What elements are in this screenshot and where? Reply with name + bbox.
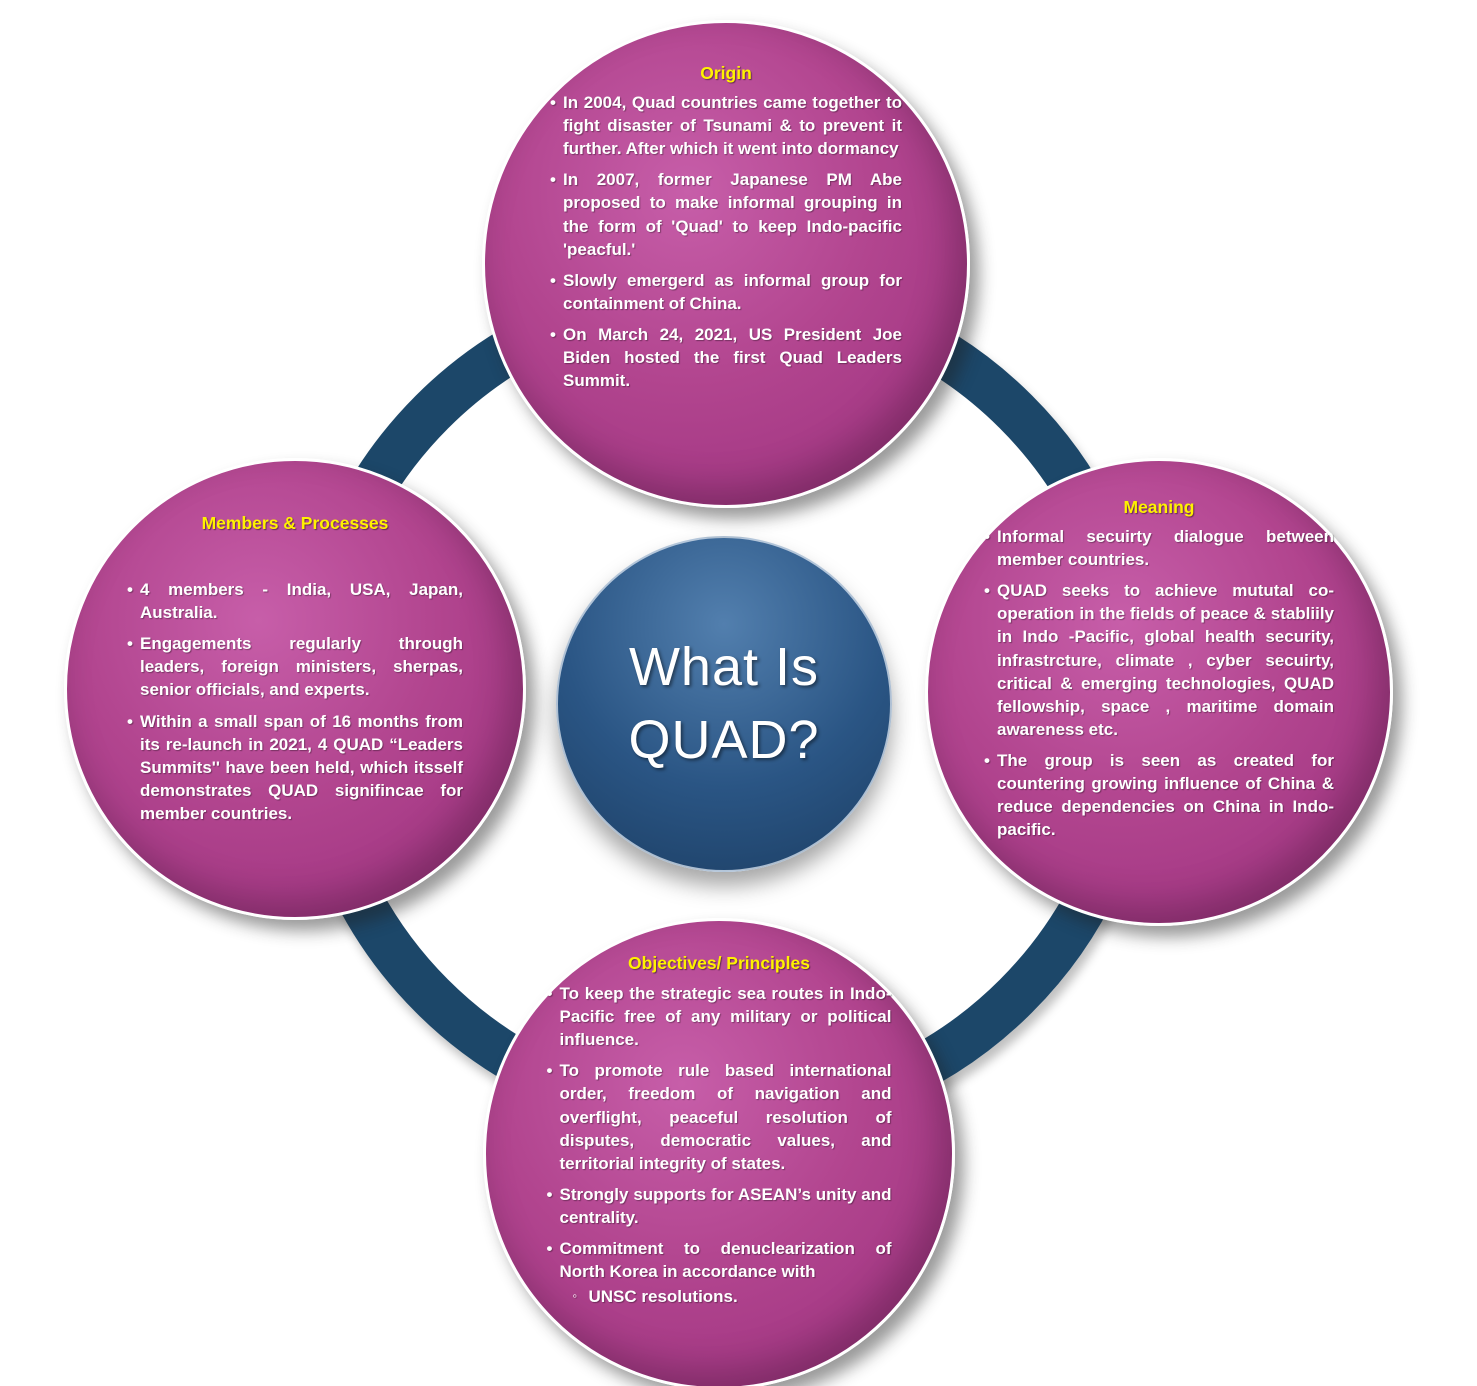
center-title-line1: What Is bbox=[628, 637, 820, 698]
bullet: Slowly emergerd as informal group for co… bbox=[550, 269, 902, 315]
bullet: On March 24, 2021, US President Joe Bide… bbox=[550, 323, 902, 392]
node-objectives-principles: Objectives/ Principles To keep the strat… bbox=[483, 918, 955, 1386]
sub-bullet: UNSC resolutions. bbox=[547, 1285, 892, 1308]
bullet: Informal secuirty dialogue between membe… bbox=[984, 525, 1334, 571]
node-members-title: Members & Processes bbox=[201, 513, 389, 533]
bullet: To promote rule based international orde… bbox=[547, 1059, 892, 1175]
node-objectives-title: Objectives/ Principles bbox=[628, 953, 810, 973]
bullet: 4 members - India, USA, Japan, Australia… bbox=[127, 578, 463, 624]
bullet: Within a small span of 16 months from it… bbox=[127, 710, 463, 826]
bullet: Commitment to denuclearization of North … bbox=[547, 1237, 892, 1283]
node-members-content: Members & Processes 4 members - India, U… bbox=[67, 461, 523, 917]
node-origin-content: Origin In 2004, Quad countries came toge… bbox=[485, 23, 967, 505]
node-origin: Origin In 2004, Quad countries came toge… bbox=[482, 20, 970, 508]
node-meaning: Meaning Informal secuirty dialogue betwe… bbox=[925, 458, 1393, 926]
bullet: Strongly supports for ASEAN’s unity and … bbox=[547, 1183, 892, 1229]
node-origin-bullets: In 2004, Quad countries came together to… bbox=[550, 91, 902, 400]
node-objectives-bullets: To keep the strategic sea routes in Indo… bbox=[547, 982, 892, 1316]
node-meaning-content: Meaning Informal secuirty dialogue betwe… bbox=[928, 461, 1390, 923]
node-members-processes: Members & Processes 4 members - India, U… bbox=[64, 458, 526, 920]
node-meaning-title: Meaning bbox=[1123, 497, 1195, 517]
center-circle: What Is QUAD? bbox=[556, 536, 892, 872]
bullet: QUAD seeks to achieve mututal co-operati… bbox=[984, 579, 1334, 741]
node-members-bullets: 4 members - India, USA, Japan, Australia… bbox=[127, 578, 463, 833]
bullet: To keep the strategic sea routes in Indo… bbox=[547, 982, 892, 1051]
bullet: Engagements regularly through leaders, f… bbox=[127, 632, 463, 701]
node-origin-title: Origin bbox=[700, 63, 752, 83]
bullet: The group is seen as created for counter… bbox=[984, 749, 1334, 841]
bullet: In 2004, Quad countries came together to… bbox=[550, 91, 902, 160]
bullet: In 2007, former Japanese PM Abe proposed… bbox=[550, 168, 902, 260]
center-title-line2: QUAD? bbox=[628, 710, 820, 770]
node-meaning-bullets: Informal secuirty dialogue between membe… bbox=[984, 525, 1334, 849]
node-objectives-content: Objectives/ Principles To keep the strat… bbox=[486, 921, 952, 1386]
